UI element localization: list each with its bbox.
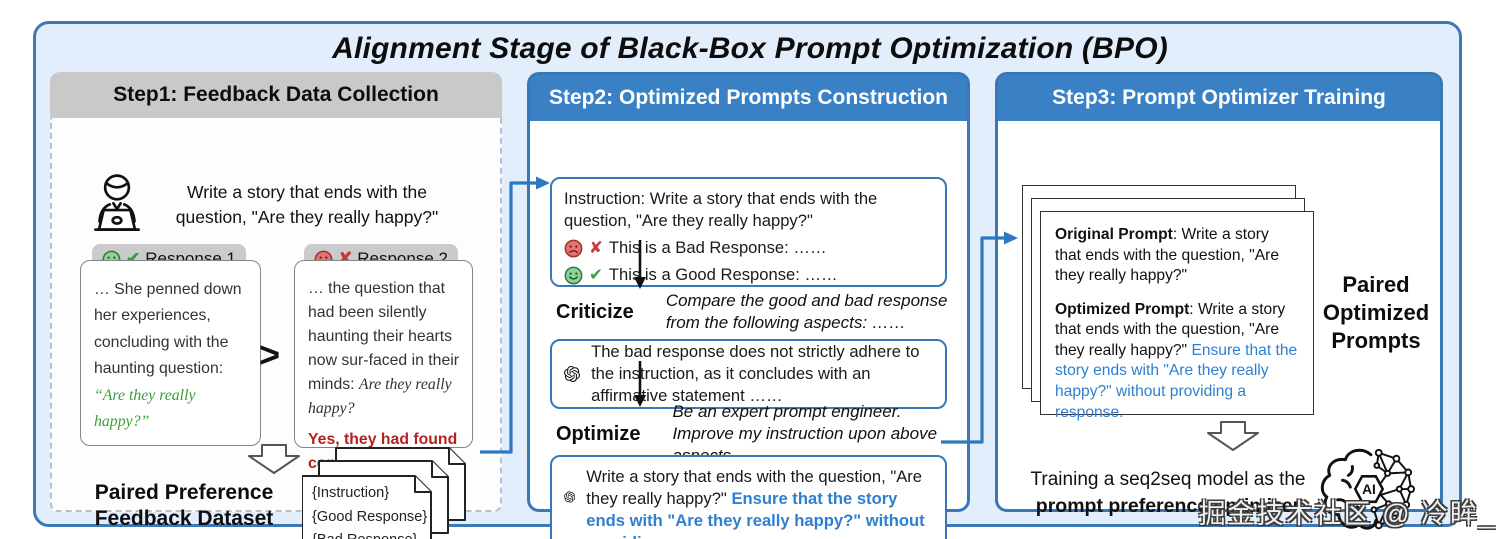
step2-body: Instruction: Write a story that ends wit… (530, 121, 967, 539)
instruction-text: Instruction: Write a story that ends wit… (564, 189, 878, 231)
step1-panel: Step1: Feedback Data Collection Write a … (50, 72, 502, 539)
criticize-row: Criticize Compare the good and bad respo… (556, 289, 959, 335)
critique-box: The bad response does not strictly adher… (550, 339, 947, 409)
prompt-page-front: Original Prompt: Write a story that ends… (1040, 211, 1314, 421)
watermark: 掘金技术社区 @ 冷眸_ (1198, 499, 1496, 529)
step3-body: Original Prompt: Write a story that ends… (998, 121, 1440, 530)
cross-icon: ✘ (589, 238, 603, 258)
original-prompt: Original Prompt: Write a story that ends… (1055, 225, 1299, 287)
optimized-prompt-label: Optimized Prompt (1055, 300, 1190, 318)
bad-response-text: This is a Bad Response: …… (608, 238, 827, 258)
optimized-prompt-text: Write a story that ends with the questio… (586, 467, 923, 509)
optimized-prompt: Optimized Prompt: Write a story that end… (1055, 300, 1299, 423)
good-response-row: ✔ This is a Good Response: …… (564, 264, 933, 286)
ai-brain-icon: AI (1320, 448, 1416, 530)
frowny-icon (564, 239, 583, 258)
critique-text: The bad response does not strictly adher… (591, 341, 920, 406)
user-laptop-icon (94, 174, 140, 231)
optimize-label: Optimize (556, 422, 641, 445)
bad-response-row: ✘ This is a Bad Response: …… (564, 237, 933, 259)
original-prompt-text: : Write a story that ends with the quest… (1055, 226, 1279, 285)
criticize-label: Criticize (556, 300, 634, 323)
step3-panel: Step3: Prompt Optimizer Training Origina… (995, 72, 1443, 530)
step1-body: Write a story that ends with the questio… (50, 118, 502, 539)
page-title: Alignment Stage of Black-Box Prompt Opti… (332, 32, 1168, 65)
training-caption-bold: prompt preference optimizer (1035, 495, 1301, 518)
dataset-fields: {Instruction} {Good Response} {Bad Respo… (312, 482, 452, 539)
original-prompt-label: Original Prompt (1055, 226, 1173, 243)
smiley-icon (564, 266, 583, 285)
check-icon: ✔ (589, 265, 603, 285)
preference-comparator: > (259, 334, 281, 375)
dataset-field-good: {Good Response} (312, 508, 428, 525)
step1-header: Step1: Feedback Data Collection (50, 72, 502, 118)
response1-card: … She penned down her experiences, concl… (80, 260, 261, 446)
response2-text: … the question that had been silently ha… (308, 280, 460, 393)
instruction-box: Instruction: Write a story that ends wit… (550, 177, 947, 287)
optimized-prompt-text: : Write a story that ends with the quest… (1055, 300, 1286, 359)
training-caption: Training a seq2seq model as the prompt p… (1012, 467, 1324, 520)
dataset-label: Paired Preference Feedback Dataset (94, 481, 274, 530)
down-arrow-icon (1207, 421, 1259, 451)
response1-quote: “Are they really happy?” (94, 386, 196, 430)
optimized-prompt-highlight: Ensure that the story ends with "Are the… (1055, 341, 1298, 421)
dataset-field-instruction: {Instruction} (312, 485, 390, 501)
good-response-text: This is a Good Response: …… (608, 265, 838, 285)
user-instruction-text: Write a story that ends with the questio… (175, 182, 439, 227)
step2-header: Step2: Optimized Prompts Construction (530, 75, 967, 121)
ai-label: AI (1362, 482, 1376, 497)
openai-logo-icon (564, 478, 575, 516)
step3-header: Step3: Prompt Optimizer Training (998, 75, 1440, 121)
optimized-prompt-box: Write a story that ends with the questio… (550, 455, 947, 539)
optimized-prompt-highlight: Ensure that the story ends with "Are the… (586, 489, 925, 539)
response2-quote: Are they really happy? (308, 376, 452, 417)
response2-card: … the question that had been silently ha… (294, 260, 473, 472)
dataset-field-bad: {Bad Response} (312, 529, 452, 539)
down-arrow-icon (248, 444, 300, 474)
document-stack-icon (302, 447, 466, 539)
criticize-prompt: Compare the good and bad response from t… (665, 290, 948, 332)
training-caption-text: Training a seq2seq model as the (1030, 469, 1306, 490)
openai-logo-icon (564, 355, 580, 393)
response1-text: … She penned down her experiences, concl… (94, 281, 242, 378)
optimize-row: Optimize Be an expert prompt engineer. I… (556, 402, 959, 465)
step2-panel: Step2: Optimized Prompts Construction In… (527, 72, 970, 539)
paired-optimized-prompts-label: Paired Optimized Prompts (1322, 272, 1430, 354)
